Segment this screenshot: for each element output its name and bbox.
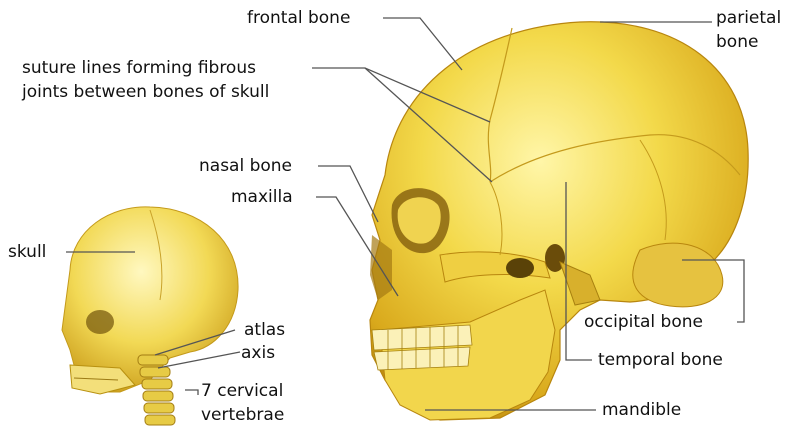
label-nasal-bone: nasal bone: [199, 156, 292, 176]
teeth-drawing: [372, 325, 472, 370]
label-cervical-line2: vertebrae: [201, 405, 284, 425]
label-suture-lines-line1: suture lines forming fibrous: [22, 58, 256, 78]
label-frontal-bone: frontal bone: [247, 8, 350, 28]
label-mandible: mandible: [602, 400, 681, 420]
label-suture-lines-line2: joints between bones of skull: [22, 82, 269, 102]
label-parietal-bone-line2: bone: [716, 32, 758, 52]
label-atlas: atlas: [244, 320, 285, 340]
label-axis: axis: [241, 343, 275, 363]
label-temporal-bone: temporal bone: [598, 350, 723, 370]
label-skull: skull: [8, 242, 46, 262]
label-parietal-bone-line1: parietal: [716, 8, 781, 28]
label-occipital-bone: occipital bone: [584, 312, 703, 332]
label-cervical-line1: 7 cervical: [201, 381, 283, 401]
label-maxilla: maxilla: [231, 187, 293, 207]
